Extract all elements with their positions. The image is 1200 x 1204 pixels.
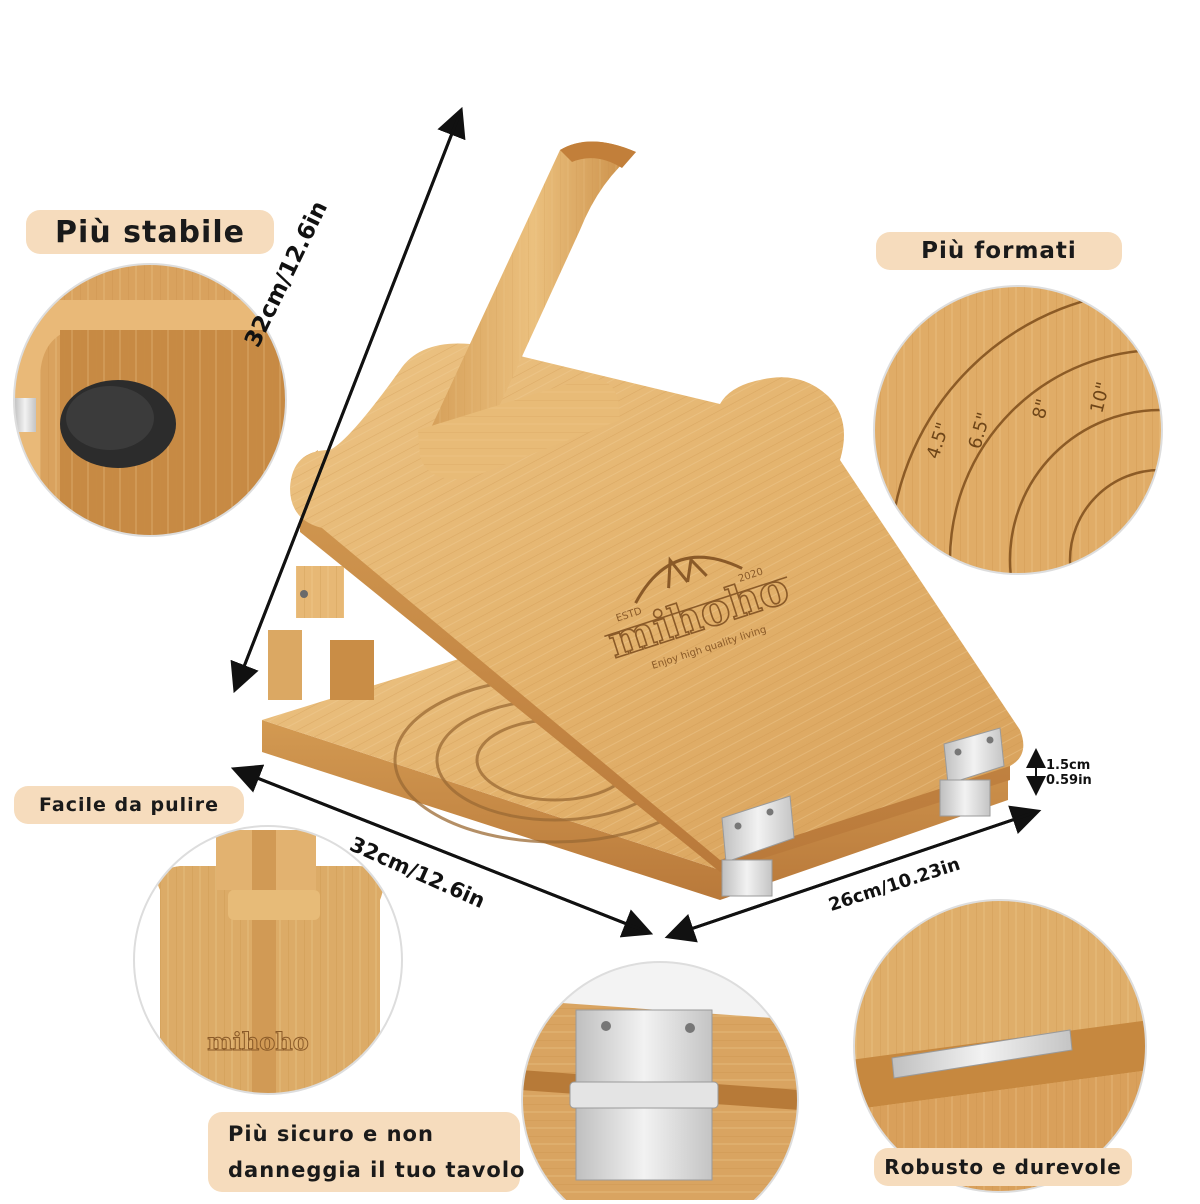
hinge-front-left (721, 795, 795, 897)
detail-stable-foot (13, 263, 287, 537)
label-durable: Robusto e durevole (874, 1148, 1132, 1186)
dimension-thickness-cm: 1.5cm (1046, 758, 1091, 773)
label-safe: Più sicuro e non danneggia il tuo tavolo (208, 1112, 524, 1192)
detail-hinge-closeup (521, 961, 799, 1204)
dimension-thickness: 1.5cm 0.59in (1046, 758, 1092, 788)
detail-folded-press: mihoho (133, 825, 403, 1095)
label-safe-line-2: danneggia il tuo tavolo (228, 1158, 526, 1182)
label-stable: Più stabile (26, 210, 274, 254)
dimension-arrows (230, 106, 1046, 943)
main-press: mihoho ESTD 2020 Enjoy high quality livi… (262, 141, 1024, 900)
label-easy-clean: Facile da pulire (14, 786, 244, 824)
folded-brand-name: mihoho (207, 1027, 308, 1056)
label-formats: Più formati (876, 232, 1122, 270)
dimension-thickness-in: 0.59in (1046, 773, 1092, 788)
label-safe-line-1: Più sicuro e non (228, 1122, 434, 1146)
hinge-front-right (939, 727, 1005, 817)
